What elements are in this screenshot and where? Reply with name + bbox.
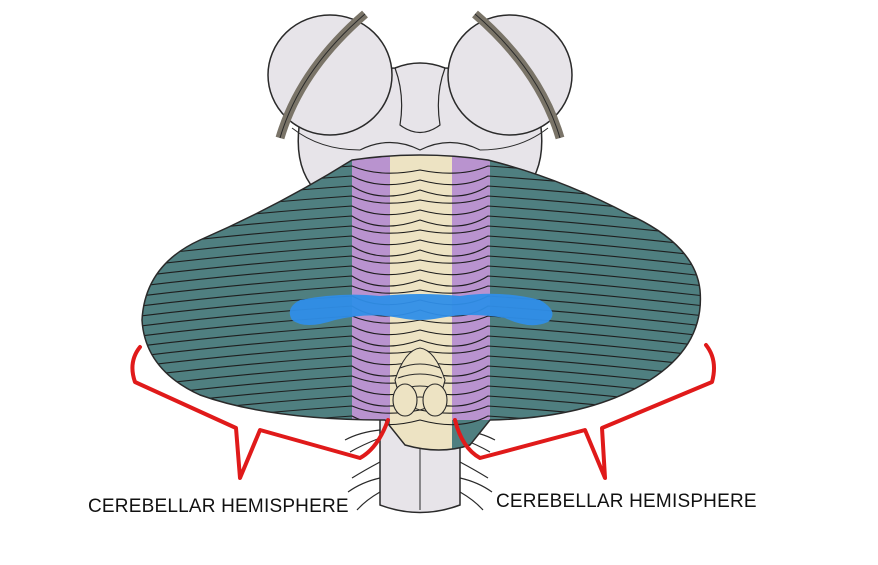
folium-line xyxy=(142,335,701,357)
left-paravermis xyxy=(352,155,390,420)
right-paravermis xyxy=(452,155,490,420)
cerebellum-outline xyxy=(141,154,702,451)
folium-line xyxy=(142,275,701,297)
folium-line xyxy=(142,285,701,307)
left-hemisphere-label: CEREBELLAR HEMISPHERE xyxy=(88,496,349,517)
nodulus xyxy=(392,347,448,417)
folium-line xyxy=(142,245,701,267)
folium-line xyxy=(142,255,701,277)
left-hemisphere-bracket xyxy=(130,345,390,480)
right-hemisphere-bracket xyxy=(453,343,716,480)
right-cerebral-lobe xyxy=(447,10,573,151)
folium-line xyxy=(142,235,701,257)
folium-line xyxy=(142,325,701,347)
folium-line xyxy=(142,205,701,227)
folium-line xyxy=(142,215,701,237)
flocculonodular-lobe xyxy=(289,293,553,326)
folium-line xyxy=(142,225,701,247)
folium-line xyxy=(142,265,701,287)
right-hemisphere-label: CEREBELLAR HEMISPHERE xyxy=(496,491,757,512)
left-cerebral-lobe xyxy=(267,10,393,151)
